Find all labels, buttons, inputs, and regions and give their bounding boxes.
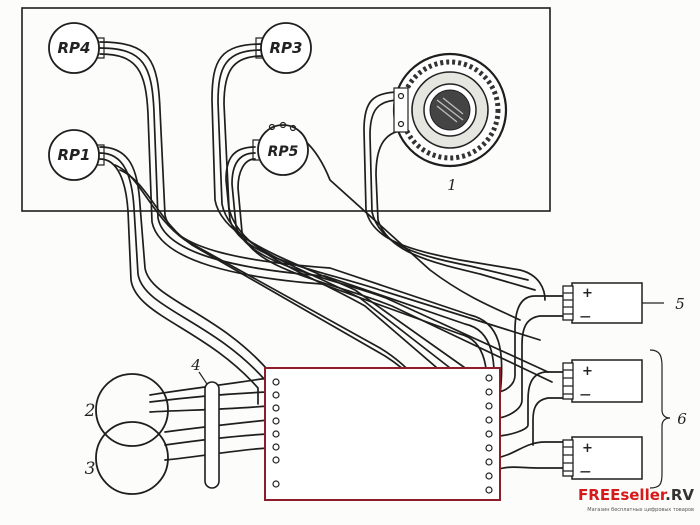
battery-6a-minus: — xyxy=(580,388,591,401)
speaker-number: 1 xyxy=(447,176,457,194)
potentiometer-rp1: RP1 xyxy=(48,129,105,181)
wire-clamp xyxy=(204,381,220,489)
potentiometer-rp3: RP3 xyxy=(255,22,312,74)
battery-6b: + — xyxy=(562,436,643,480)
coil-assembly: 2 3 4 xyxy=(84,356,220,495)
potentiometer-rp4: RP4 xyxy=(48,22,105,74)
battery-5-plus: + xyxy=(582,286,593,301)
battery-6b-plus: + xyxy=(582,441,593,456)
battery-5-minus: — xyxy=(580,310,591,323)
speaker: 1 xyxy=(392,52,508,194)
battery-6b-minus: — xyxy=(580,465,591,478)
coil-top xyxy=(95,373,169,447)
rp3-label: RP3 xyxy=(270,39,303,57)
board-outline xyxy=(264,367,501,501)
top-panel xyxy=(21,7,551,212)
coil-bottom xyxy=(95,421,169,495)
circuit-board xyxy=(264,367,501,501)
battery-group-number: 6 xyxy=(677,410,687,428)
watermark-brand-dark: .RV xyxy=(665,486,694,504)
battery-5-number: 5 xyxy=(675,295,685,313)
potentiometer-rp5: RP5 xyxy=(252,121,309,176)
battery-6a-plus: + xyxy=(582,364,593,379)
battery-5: + — 5 xyxy=(562,282,685,324)
watermark-brand-red: FREEseller xyxy=(578,486,668,504)
watermark-tagline: Магазин бесплатных цифровых товаров xyxy=(587,507,694,513)
svg-text:FREEseller.RV: FREEseller.RV xyxy=(578,486,694,504)
battery-6a: + — xyxy=(562,359,643,403)
battery-group-brace: 6 xyxy=(649,349,687,489)
watermark-logo: FREEseller.RV Магазин бесплатных цифровы… xyxy=(578,486,694,513)
board-right-terminals xyxy=(485,374,493,494)
rp4-label: RP4 xyxy=(58,39,91,57)
rp1-label: RP1 xyxy=(58,146,91,164)
rp5-label: RP5 xyxy=(268,144,299,160)
clamp-number: 4 xyxy=(190,356,201,374)
coil-bottom-number: 3 xyxy=(85,459,96,479)
coil-top-number: 2 xyxy=(84,401,96,421)
board-left-terminals xyxy=(272,378,280,488)
